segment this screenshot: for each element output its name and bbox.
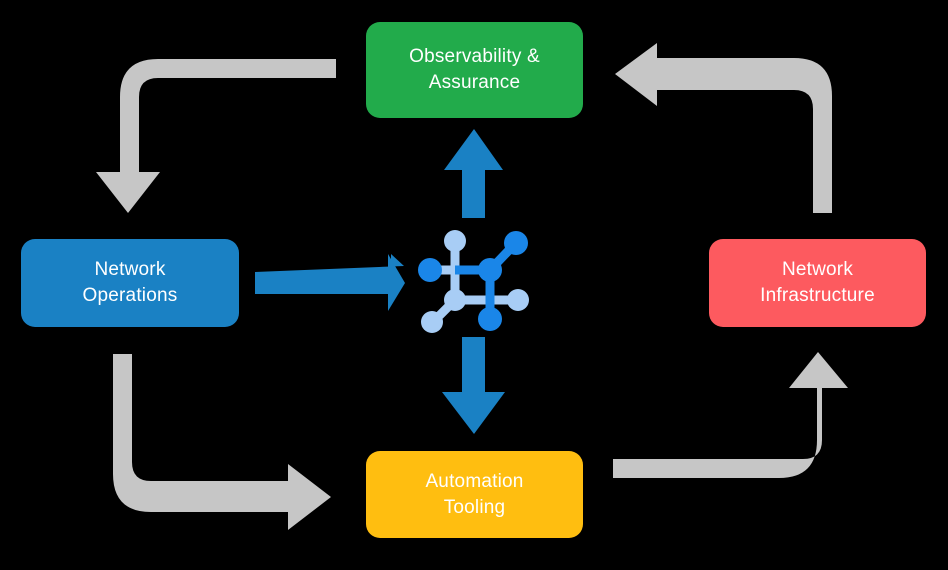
node-box-network-operations[interactable]: Network Operations xyxy=(21,239,239,327)
arrow-operations-to-automation xyxy=(113,354,331,530)
node-bottom-left xyxy=(421,311,443,333)
arrow-operations-to-center xyxy=(255,254,404,272)
node-box-observability[interactable]: Observability & Assurance xyxy=(366,22,583,118)
node-top-right xyxy=(504,231,528,255)
node-right-mid xyxy=(507,289,529,311)
node-mid-left-junction xyxy=(444,289,466,311)
node-center-hub xyxy=(478,258,502,282)
network-topology-icon xyxy=(418,230,529,333)
arrow-center-to-observability xyxy=(444,129,503,218)
node-label-network-operations: Network Operations xyxy=(82,259,178,306)
arrow-operations-to-center-body xyxy=(255,254,405,311)
arrow-center-to-automation xyxy=(442,337,505,434)
arrow-observability-to-operations xyxy=(96,59,336,213)
node-bottom-center xyxy=(478,307,502,331)
node-top-left xyxy=(444,230,466,252)
node-label-automation-tooling: Automation Tooling xyxy=(425,470,524,518)
arrow-automation-to-infrastructure xyxy=(613,352,848,478)
node-label-network-infrastructure: Network Infrastructure xyxy=(760,259,875,306)
node-label-observability: Observability & Assurance xyxy=(409,46,540,93)
node-far-left xyxy=(418,258,442,282)
node-box-automation-tooling[interactable]: Automation Tooling xyxy=(366,451,583,538)
node-box-network-infrastructure[interactable]: Network Infrastructure xyxy=(709,239,926,327)
arrow-infrastructure-to-observability xyxy=(615,43,832,213)
